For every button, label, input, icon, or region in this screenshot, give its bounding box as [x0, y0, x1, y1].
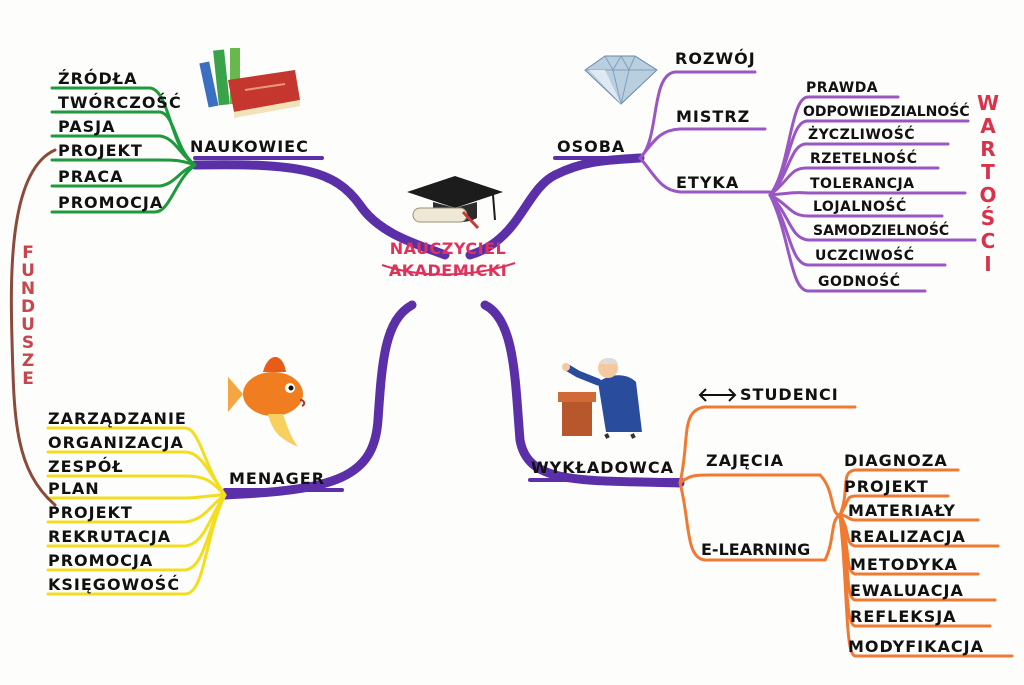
- menager-connectors: [46, 426, 227, 596]
- etyka-item: GODNOŚĆ: [818, 274, 901, 290]
- etyka-item: ŻYCZLIWOŚĆ: [808, 127, 916, 143]
- wykladowca-sub-item: REFLEKSJA: [850, 607, 957, 626]
- wykladowca-elearning: E-LEARNING: [701, 540, 811, 559]
- etyka-item: RZETELNOŚĆ: [810, 151, 918, 167]
- etyka-item: SAMODZIELNOŚĆ: [813, 223, 950, 239]
- osoba-item: MISTRZ: [676, 107, 751, 126]
- lecturer-icon: [558, 358, 642, 439]
- center-title-line2: AKADEMICKI: [388, 261, 508, 280]
- etyka-item: PRAWDA: [806, 80, 879, 96]
- wykladowca-connectors: [678, 405, 1014, 658]
- naukowiec-item: PRACA: [58, 167, 124, 186]
- wykladowca-studenci: STUDENCI: [740, 385, 839, 404]
- side-label-wartosci: W A R T O Ś C I: [976, 91, 1000, 276]
- menager-item: PROJEKT: [48, 503, 133, 522]
- wykladowca-sub-item: MATERIAŁY: [848, 501, 956, 520]
- osoba-connectors: [638, 70, 977, 293]
- wykladowca-sub-item: PROJEKT: [844, 477, 929, 496]
- menager-item: REKRUTACJA: [48, 527, 172, 546]
- etyka-item: UCZCIWOŚĆ: [815, 248, 915, 264]
- wykladowca-sub-item: EWALUACJA: [850, 581, 964, 600]
- naukowiec-item: PROJEKT: [58, 141, 143, 160]
- osoba-item: ROZWÓJ: [675, 49, 756, 68]
- double-arrow-icon: [698, 388, 737, 402]
- wykladowca-sub-item: METODYKA: [850, 555, 958, 574]
- books-icon: [199, 48, 300, 118]
- menager-item: KSIĘGOWOŚĆ: [48, 575, 181, 594]
- wykladowca-sub-item: REALIZACJA: [850, 527, 966, 546]
- etyka-item: LOJALNOŚĆ: [813, 199, 907, 215]
- etyka-item: ODPOWIEDZIALNOŚĆ: [803, 104, 970, 120]
- center-title: NAUCZYCIEL AKADEMICKI: [378, 238, 518, 282]
- branch-naukowiec: NAUKOWIEC: [190, 137, 309, 156]
- naukowiec-item: PROMOCJA: [58, 193, 164, 212]
- osoba-item: ETYKA: [676, 173, 740, 192]
- menager-item: ZESPÓŁ: [48, 457, 124, 476]
- branch-wykladowca: WYKŁADOWCA: [531, 458, 674, 477]
- goldfish-icon: [228, 357, 306, 447]
- naukowiec-item: PASJA: [58, 117, 116, 136]
- naukowiec-item: TWÓRCZOŚĆ: [58, 93, 182, 112]
- graduation-cap-icon: [407, 176, 503, 230]
- side-label-fundusze: F U N D U S Z E: [20, 243, 36, 389]
- wykladowca-sub-item: MODYFIKACJA: [848, 637, 984, 656]
- menager-item: PROMOCJA: [48, 551, 154, 570]
- naukowiec-connectors: [50, 86, 197, 214]
- etyka-item: TOLERANCJA: [810, 176, 915, 192]
- fundusze-bracket: [9, 148, 57, 507]
- menager-item: ZARZĄDZANIE: [48, 409, 187, 428]
- wykladowca-zajecia: ZAJĘCIA: [706, 451, 784, 470]
- wykladowca-sub-item: DIAGNOZA: [844, 451, 948, 470]
- branch-menager: MENAGER: [229, 469, 326, 488]
- diamond-icon: [584, 54, 658, 105]
- menager-item: ORGANIZACJA: [48, 433, 184, 452]
- trunk-naukowiec: [190, 160, 450, 260]
- branch-osoba: OSOBA: [557, 137, 626, 156]
- center-title-line1: NAUCZYCIEL: [389, 239, 507, 258]
- naukowiec-item: ŹRÓDŁA: [58, 69, 138, 88]
- menager-item: PLAN: [48, 479, 100, 498]
